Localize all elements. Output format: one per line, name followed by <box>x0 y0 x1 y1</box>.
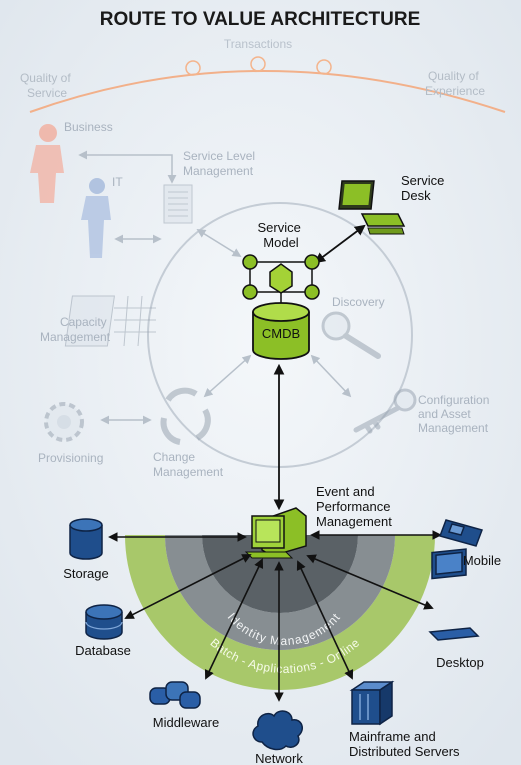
mobile-phone-icon <box>439 519 483 547</box>
service-desk-computer-icon <box>338 180 406 235</box>
middleware-label: Middleware <box>153 715 219 730</box>
provisioning-label: Provisioning <box>38 451 103 465</box>
cmdb-database-icon <box>252 302 310 360</box>
mainframe-label: Mainframe and Distributed Servers <box>349 729 460 759</box>
config-to-cmdb-arrow <box>310 354 352 398</box>
service-model-icon <box>242 254 320 306</box>
capacity-label: Capacity Management <box>40 315 111 344</box>
desktop-computer-icon <box>428 548 480 641</box>
transactions-label: Transactions <box>224 37 292 51</box>
storage-icon <box>69 518 103 560</box>
service-level-label: Service Level Management <box>183 149 258 178</box>
business-to-sla-arrow <box>78 150 177 184</box>
mobile-label: Mobile <box>463 553 501 568</box>
discovery-label: Discovery <box>332 295 385 309</box>
business-person-icon <box>30 124 64 203</box>
change-to-cmdb-arrow <box>203 354 252 398</box>
quality-of-service-label: Quality of Service <box>20 71 74 100</box>
storage-label: Storage <box>63 566 109 581</box>
middleware-arrow <box>204 558 264 680</box>
provisioning-gear-icon <box>44 402 84 442</box>
database-icon <box>85 604 123 640</box>
change-label: Change Management <box>153 450 224 479</box>
network-cloud-icon <box>252 710 303 751</box>
service-model-label: Service Model <box>258 220 305 250</box>
desktop-label: Desktop <box>436 655 484 670</box>
quality-arc <box>29 70 506 113</box>
key-icon <box>353 388 417 434</box>
cmdb-label: CMDB <box>262 326 300 341</box>
network-label: Network <box>255 751 303 765</box>
quality-of-experience-label: Quality of Experience <box>425 69 485 98</box>
model-to-desk-arrow <box>314 224 366 264</box>
it-label: IT <box>112 175 123 189</box>
service-desk-label: Service Desk <box>401 173 448 203</box>
endpoint-arrows <box>108 530 442 702</box>
mainframe-server-icon <box>349 680 395 726</box>
database-label: Database <box>75 643 131 658</box>
applications-band <box>125 535 435 690</box>
event-performance-computer-icon <box>244 507 307 559</box>
magnifier-icon <box>321 311 381 359</box>
transaction-circle <box>250 56 266 72</box>
capacity-grid-icon <box>64 295 156 347</box>
business-label: Business <box>64 120 113 134</box>
desktop-arrow <box>306 554 434 610</box>
change-recycle-icon <box>160 387 211 445</box>
sla-to-model-arrow <box>196 229 242 257</box>
document-icon <box>163 184 193 224</box>
middleware-icon <box>149 681 201 709</box>
event-performance-label: Event and Performance Management <box>316 484 394 529</box>
transaction-circle <box>185 60 201 76</box>
configuration-label: Configuration and Asset Management <box>418 393 493 435</box>
page-title: ROUTE TO VALUE ARCHITECTURE <box>100 9 421 30</box>
transaction-circle <box>316 59 332 75</box>
